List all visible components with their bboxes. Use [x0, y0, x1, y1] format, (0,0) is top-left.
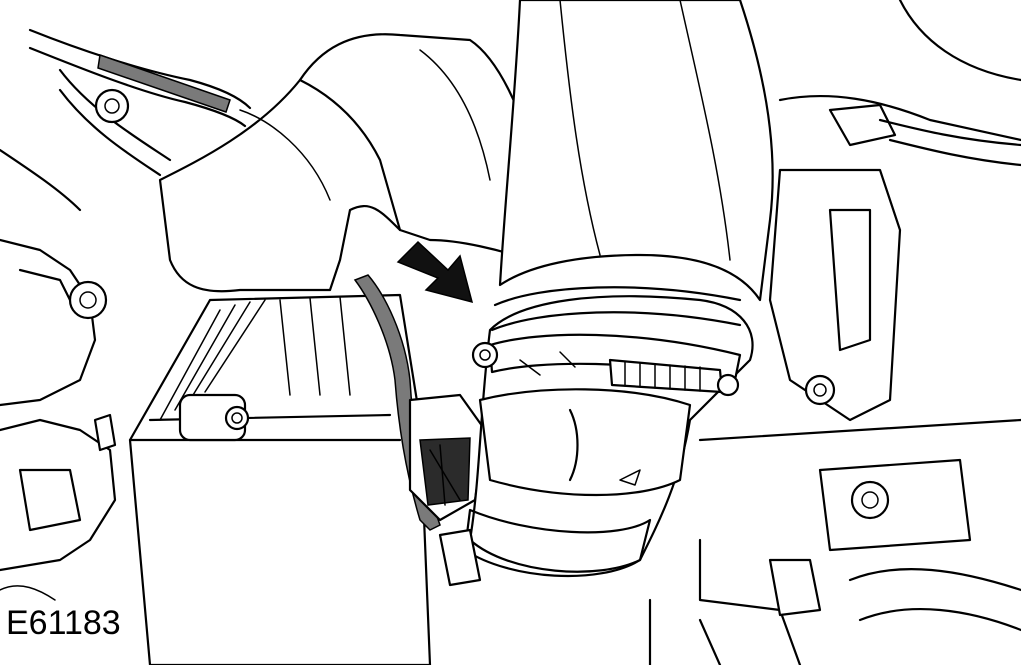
left-engine-components	[0, 238, 117, 601]
hose-clamp	[471, 333, 742, 397]
upper-left-harness	[0, 28, 252, 212]
arrow-icon	[396, 240, 474, 304]
right-engine-components	[648, 0, 1021, 665]
maf-sensor-body	[438, 388, 692, 587]
air-intake-duct	[158, 33, 542, 293]
figure-id-label: E61183	[4, 606, 127, 640]
sensor-wiring-harness	[353, 274, 487, 531]
air-filter-housing	[128, 293, 432, 665]
